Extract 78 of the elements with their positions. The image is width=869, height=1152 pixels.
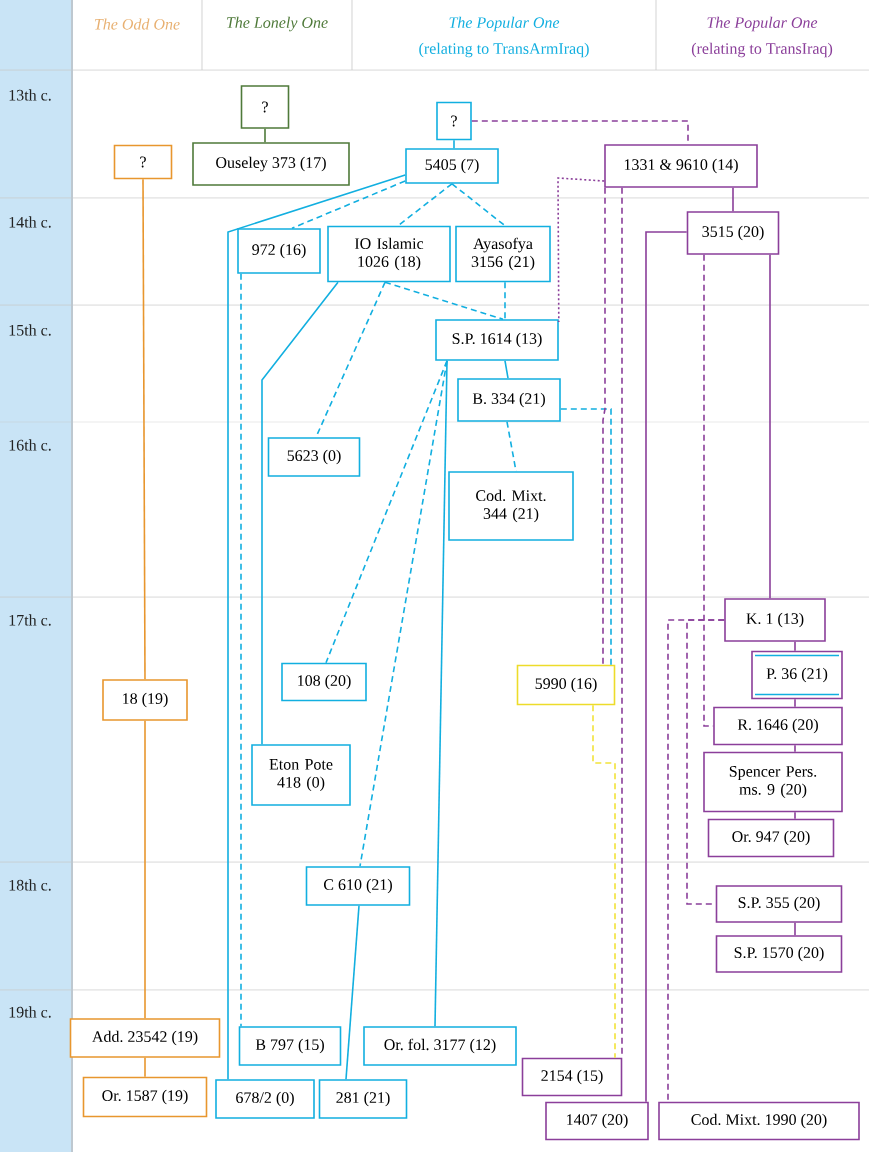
century-label: 15th c. — [9, 324, 51, 336]
century-label: 19th c. — [9, 1006, 51, 1018]
column-heading: (relating to TransArmIraq) — [419, 42, 589, 58]
manuscript-box: 1407 (20) — [545, 1101, 649, 1141]
manuscript-box: IO Islamic 1026 (18) — [327, 225, 451, 283]
manuscript-box: S.P. 355 (20) — [715, 885, 843, 923]
manuscript-box: 2154 (15) — [521, 1057, 623, 1097]
column-heading: The Lonely One — [226, 16, 328, 32]
stemma-line — [592, 704, 616, 1059]
manuscript-box: ? — [240, 85, 290, 129]
manuscript-box: P. 36 (21) — [751, 650, 843, 700]
century-label: 14th c. — [9, 216, 51, 228]
manuscript-box: 972 (16) — [237, 228, 321, 274]
stemma-line — [453, 139, 455, 149]
stemma-line — [144, 720, 146, 1019]
column-heading: The Popular One — [449, 16, 560, 32]
manuscript-box: 3515 (20) — [686, 211, 780, 255]
manuscript-box: Or. 1587 (19) — [82, 1076, 208, 1118]
manuscript-box: 678/2 (0) — [215, 1079, 315, 1119]
manuscript-box: S.P. 1570 (20) — [715, 935, 843, 973]
manuscript-box: Cod. Mixt. 1990 (20) — [658, 1101, 860, 1141]
stemma-line — [144, 1057, 146, 1078]
stemma-line — [142, 178, 146, 680]
stemma-line — [504, 281, 506, 320]
manuscript-box: 5990 (16) — [516, 664, 616, 706]
stemma-line — [504, 360, 509, 379]
stemma-line — [732, 187, 734, 212]
stemma-line — [557, 177, 605, 323]
manuscript-box: 1331 & 9610 (14) — [604, 144, 758, 188]
manuscript-box: Or. 947 (20) — [707, 818, 835, 858]
manuscript-box: K. 1 (13) — [724, 598, 826, 642]
manuscript-box: Or. fol. 3177 (12) — [363, 1026, 517, 1066]
stemma-line — [264, 128, 266, 143]
manuscript-box: ? — [113, 144, 173, 180]
stemma-line — [434, 360, 448, 1027]
manuscript-box: Add. 23542 (19) — [69, 1018, 221, 1058]
manuscript-box: 281 (21) — [318, 1079, 408, 1119]
stemma-line — [397, 183, 453, 227]
manuscript-box: B. 334 (21) — [457, 378, 561, 422]
stemma-line — [769, 254, 771, 599]
manuscript-box: S.P. 1614 (13) — [435, 319, 559, 361]
manuscript-box: 18 (19) — [102, 679, 188, 721]
stemma-line — [794, 744, 796, 753]
century-label: 18th c. — [9, 879, 51, 891]
manuscript-box: Spencer Pers. ms. 9 (20) — [703, 751, 843, 813]
manuscript-box: C 610 (21) — [305, 866, 411, 906]
stemma-line — [645, 231, 688, 1103]
manuscript-box: R. 1646 (20) — [713, 706, 843, 746]
column-heading: (relating to TransIraq) — [691, 42, 833, 58]
stemma-line — [602, 187, 606, 666]
stemma-line — [794, 698, 796, 708]
stemma-line — [560, 408, 612, 666]
column-heading: The Odd One — [94, 18, 180, 30]
stemma-line — [227, 174, 406, 1080]
stemma-line — [686, 619, 725, 905]
manuscript-box: 5623 (0) — [267, 437, 361, 477]
stemma-line — [345, 905, 360, 1080]
manuscript-box: Cod. Mixt. 344 (21) — [448, 471, 574, 541]
manuscript-box: Ayasofya 3156 (21) — [455, 225, 551, 283]
stemma-line — [291, 180, 406, 229]
manuscript-box: 108 (20) — [281, 662, 367, 702]
stemma-line — [451, 183, 506, 227]
stemma-line — [794, 811, 796, 820]
manuscript-box: B 797 (15) — [238, 1026, 342, 1066]
manuscript-box: Ouseley 373 (17) — [192, 142, 350, 186]
manuscript-box: ? — [436, 101, 472, 141]
manuscript-box: 5405 (7) — [405, 148, 499, 184]
stemma-line — [325, 360, 448, 664]
stemma-line — [794, 922, 796, 936]
century-label: 16th c. — [9, 439, 51, 451]
century-label: 13th c. — [9, 89, 51, 101]
column-heading: The Popular One — [707, 16, 818, 32]
stemma-line — [240, 273, 242, 1027]
century-label: 17th c. — [9, 614, 51, 626]
stemma-line — [384, 281, 504, 320]
manuscript-box: Eton Pote 418 (0) — [251, 744, 351, 806]
stemma-line — [261, 281, 339, 745]
stemma-line — [794, 641, 796, 652]
